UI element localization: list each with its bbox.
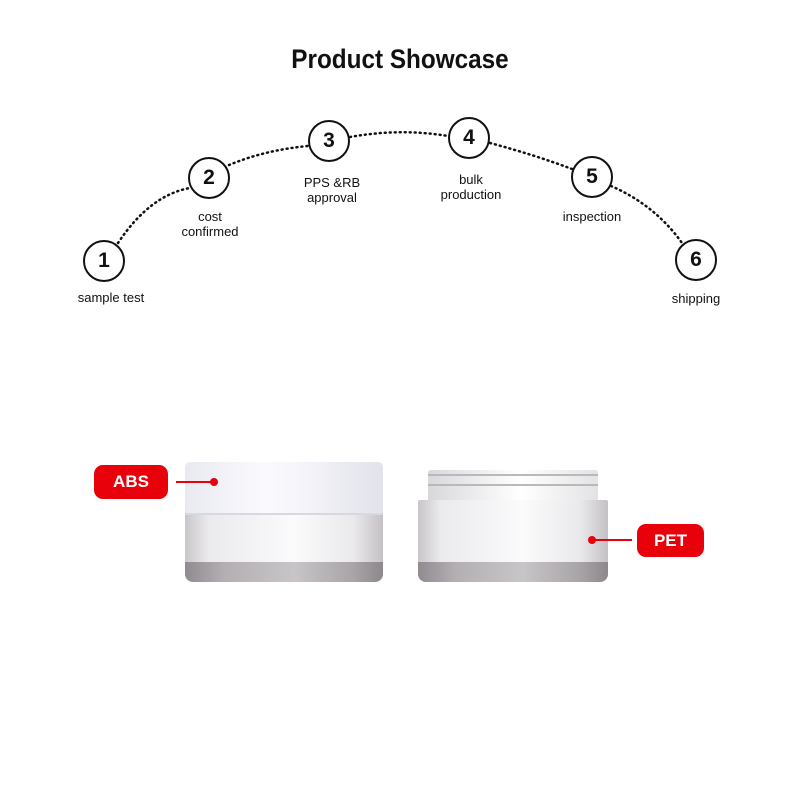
step-4-circle: 4: [448, 117, 490, 159]
step-label-line: production: [440, 187, 502, 202]
step-label-line: inspection: [562, 209, 622, 224]
abs-pointer-dot: [210, 478, 218, 486]
step-1-label: sample test: [41, 290, 181, 305]
step-3-circle: 3: [308, 120, 350, 162]
step-5-label: inspection: [522, 209, 662, 224]
step-5-circle: 5: [571, 156, 613, 198]
step-2-circle: 2: [188, 157, 230, 199]
abs-badge: ABS: [94, 465, 168, 499]
pet-jar-body: [418, 500, 608, 582]
abs-pointer-line: [176, 481, 214, 483]
step-label-line: approval: [307, 190, 357, 205]
step-1-circle: 1: [83, 240, 125, 282]
abs-lid: [185, 462, 383, 515]
step-label-line: PPS &RB: [303, 175, 361, 190]
pet-pointer-dot: [588, 536, 596, 544]
pet-pointer-line: [592, 539, 632, 541]
pet-badge: PET: [637, 524, 704, 557]
closed-jar-body: [185, 512, 383, 582]
step-label-line: confirmed: [181, 224, 239, 239]
step-label-line: cost: [198, 209, 222, 224]
jar-thread-neck: [428, 470, 598, 502]
page-title: Product Showcase: [291, 44, 509, 74]
step-label-line: bulk: [459, 172, 483, 187]
step-label-line: shipping: [671, 291, 721, 306]
step-6-label: shipping: [626, 291, 766, 306]
step-label-line: sample test: [77, 290, 145, 305]
step-6-circle: 6: [675, 239, 717, 281]
